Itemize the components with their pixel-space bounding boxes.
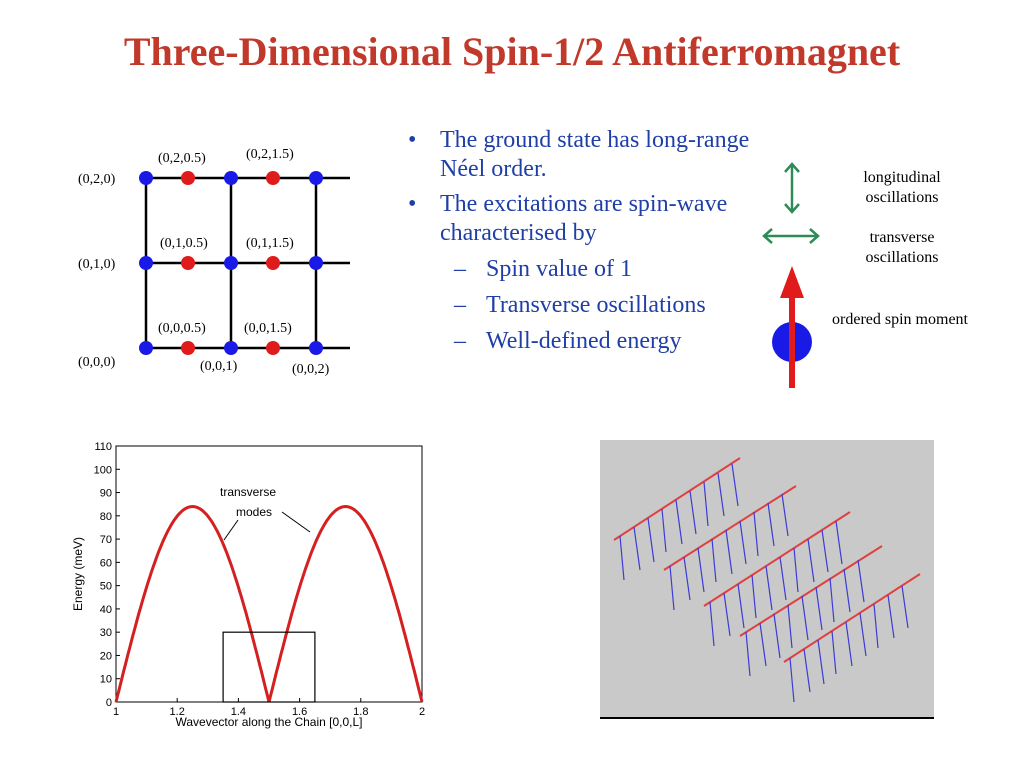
y-tick-label: 50 <box>100 581 112 593</box>
blue-site <box>224 341 238 355</box>
lattice-label: (0,0,0) <box>78 355 116 370</box>
x-tick-label: 1 <box>113 706 119 718</box>
lattice-label: (0,0,1.5) <box>244 321 292 336</box>
spin-chain-5 <box>783 573 921 703</box>
red-site <box>181 171 195 185</box>
spin-legend-graphic <box>762 162 820 388</box>
sub-bullet-item: Spin value of 1 <box>402 255 762 284</box>
y-tick-label: 0 <box>106 697 112 709</box>
sub-bullet-item: Transverse oscillations <box>402 291 762 320</box>
x-axis-label: Wavevector along the Chain [0,0,L] <box>176 715 363 729</box>
lattice-diagram: (0,2,0) (0,1,0) (0,0,0) (0,2,0.5) (0,2,1… <box>78 147 350 377</box>
spin-chain-3 <box>703 511 851 647</box>
annotation-pointer-right <box>281 511 311 533</box>
longitudinal-arrow-icon <box>784 162 800 214</box>
blue-site <box>139 341 153 355</box>
lattice-label: (0,1,0) <box>78 257 116 272</box>
chart-frame-bg <box>68 432 438 738</box>
red-site <box>266 341 280 355</box>
bullet-list: The ground state has long-range Néel ord… <box>402 126 762 356</box>
blue-site <box>309 256 323 270</box>
red-site <box>266 171 280 185</box>
y-tick-label: 80 <box>100 511 112 523</box>
lattice-label: (0,2,0) <box>78 172 116 187</box>
y-tick-label: 110 <box>94 441 112 453</box>
blue-site <box>139 171 153 185</box>
lattice-label: (0,2,0.5) <box>158 151 206 166</box>
transverse-arrow-icon <box>762 228 820 244</box>
red-site <box>181 341 195 355</box>
blue-site <box>309 171 323 185</box>
lattice-label: (0,0,1) <box>200 359 238 374</box>
y-tick-label: 60 <box>100 557 112 569</box>
x-tick-label: 1.4 <box>231 706 246 718</box>
y-tick-label: 100 <box>94 464 112 476</box>
y-tick-label: 10 <box>100 674 112 686</box>
spin-chain-1 <box>613 457 741 581</box>
red-site <box>266 256 280 270</box>
sub-bullet-item: Well-defined energy <box>402 327 762 356</box>
lattice-label: (0,1,0.5) <box>160 236 208 251</box>
dispersion-chart: 0 10 20 30 40 50 60 70 80 90 100 110 1 1.2 1.4 1.6 1.8 2… <box>68 432 438 738</box>
blue-site <box>309 341 323 355</box>
spin-wave-simulation-image <box>600 440 934 719</box>
x-tick-label: 1.6 <box>292 706 307 718</box>
lattice-label: (0,0,0.5) <box>158 321 206 336</box>
red-site <box>181 256 195 270</box>
bullet-item: The ground state has long-range Néel ord… <box>402 126 762 184</box>
lattice-label: (0,0,2) <box>292 362 330 377</box>
y-tick-label: 70 <box>100 534 112 546</box>
transverse-label: transverse oscillations <box>865 229 939 266</box>
bullet-item: The excitations are spin-wave characteri… <box>402 190 762 248</box>
lattice-label: (0,2,1.5) <box>246 147 294 162</box>
ordered-spin-label: ordered spin moment <box>832 311 968 328</box>
x-tick-label: 1.2 <box>170 706 185 718</box>
y-tick-label: 90 <box>100 488 112 500</box>
slide-title: Three-Dimensional Spin-1/2 Antiferromagn… <box>123 29 901 74</box>
spin-wave-illustration <box>613 457 921 703</box>
y-tick-label: 40 <box>100 604 112 616</box>
longitudinal-label: longitudinal oscillations <box>863 169 941 206</box>
x-tick-label: 1.8 <box>353 706 368 718</box>
y-axis-label: Energy (meV) <box>71 537 85 611</box>
lattice-label: (0,1,1.5) <box>246 236 294 251</box>
blue-site <box>224 171 238 185</box>
spin-arrow-shaft <box>789 292 795 388</box>
annotation-pointer-left <box>223 519 239 541</box>
annotation-line-2: modes <box>236 505 272 519</box>
y-tick-label: 30 <box>100 627 112 639</box>
blue-site <box>224 256 238 270</box>
x-tick-label: 2 <box>419 706 425 718</box>
spin-chain-2 <box>663 485 797 611</box>
y-tick-label: 20 <box>100 650 112 662</box>
spin-arrow-head-icon <box>780 266 804 298</box>
annotation-line-1: transverse <box>220 485 276 499</box>
spin-chain-4 <box>739 545 883 677</box>
zoom-box <box>222 631 316 703</box>
blue-site <box>139 256 153 270</box>
